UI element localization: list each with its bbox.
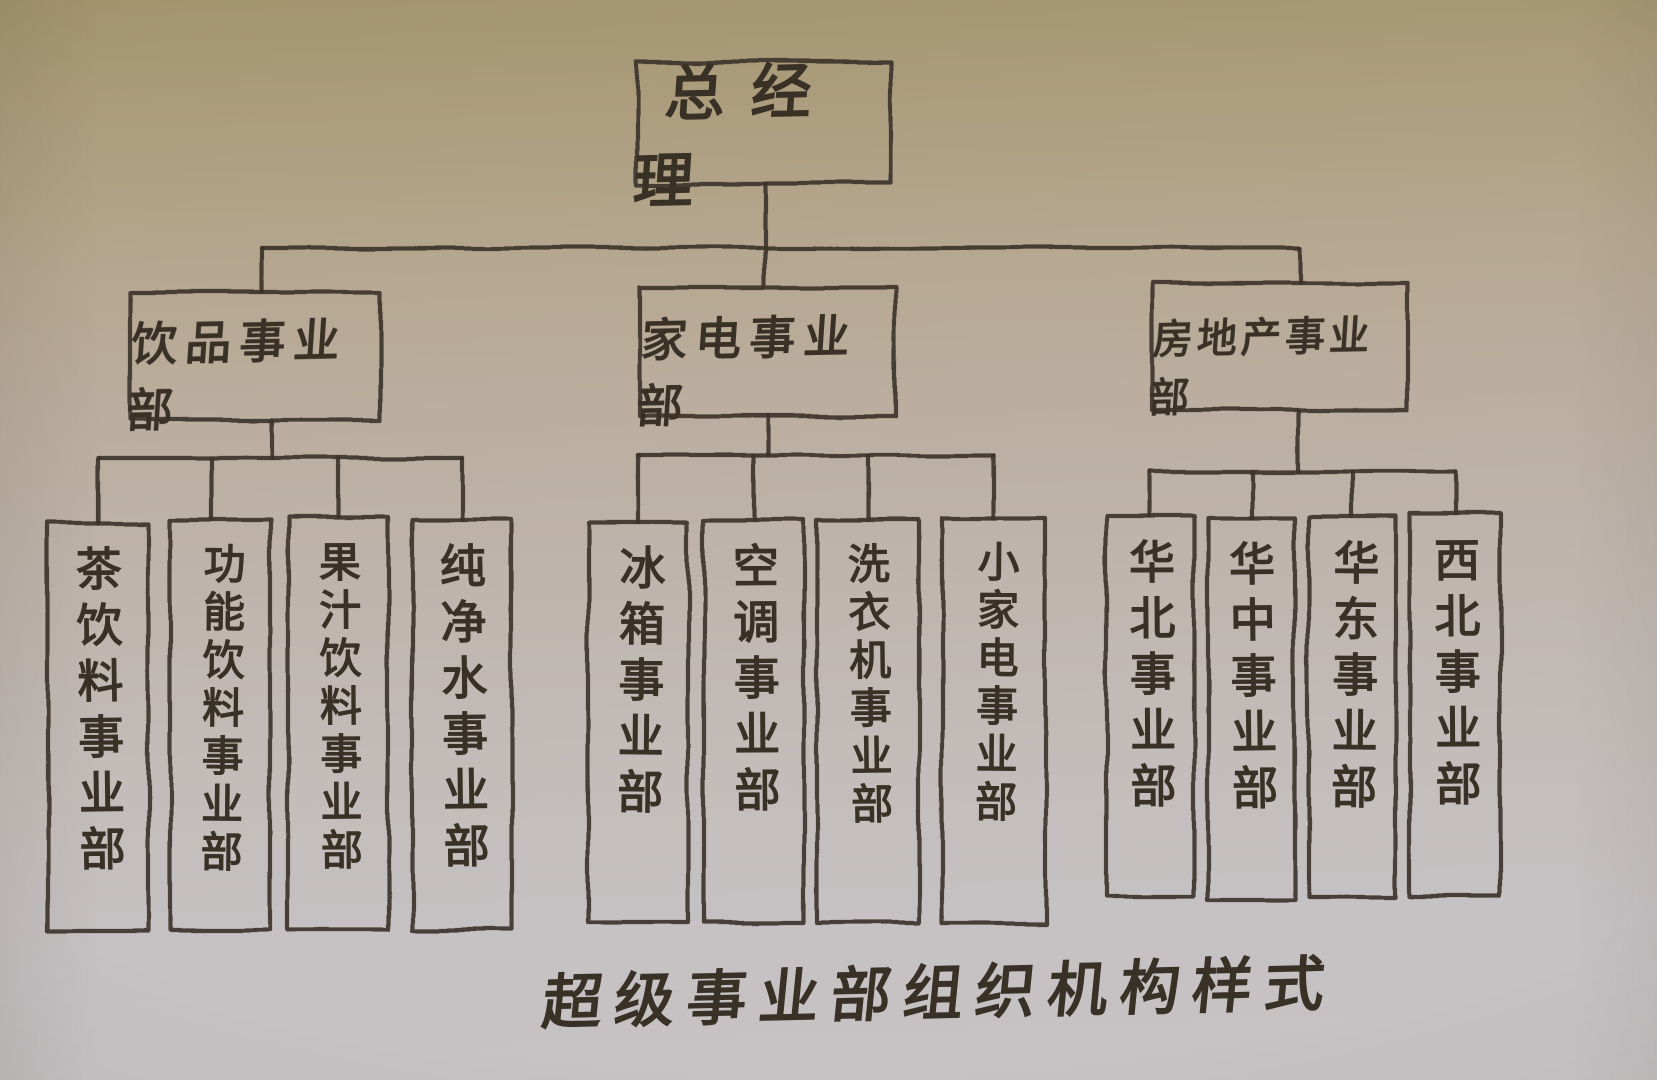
child-label-2-3: 西北事业部 [1426, 535, 1483, 817]
child-label-1-1: 空调事业部 [725, 541, 782, 823]
caption: 超级事业部组织机构样式 [538, 948, 1340, 1039]
child-label-0-2: 果汁饮料事业部 [312, 539, 364, 877]
connector-root [259, 181, 1303, 295]
child-label-1-2: 洗衣机事业部 [840, 541, 895, 831]
connector-division-2 [1147, 407, 1458, 521]
child-label-1-0: 冰箱事业部 [609, 543, 667, 825]
child-label-0-3: 纯净水事业部 [432, 541, 492, 879]
connector-division-0 [95, 417, 465, 526]
child-label-2-1: 华中事业部 [1221, 539, 1280, 821]
child-label-2-2: 华东事业部 [1323, 538, 1381, 820]
child-box-0-1 [167, 517, 273, 933]
child-label-1-3: 小家电事业部 [968, 539, 1021, 829]
root-label: 总经理 [630, 56, 840, 218]
connector-division-1 [635, 413, 997, 525]
child-label-2-0: 华北事业部 [1121, 537, 1178, 819]
division-box-0 [127, 289, 383, 423]
division-label-0: 饮品事业部 [125, 313, 350, 438]
child-label-0-1: 功能饮料事业部 [193, 541, 247, 879]
division-box-2 [1149, 280, 1411, 413]
division-label-2: 房地产事业部 [1147, 312, 1375, 422]
division-label-1: 家电事业部 [635, 309, 860, 434]
child-label-0-0: 茶饮料事业部 [68, 544, 128, 882]
